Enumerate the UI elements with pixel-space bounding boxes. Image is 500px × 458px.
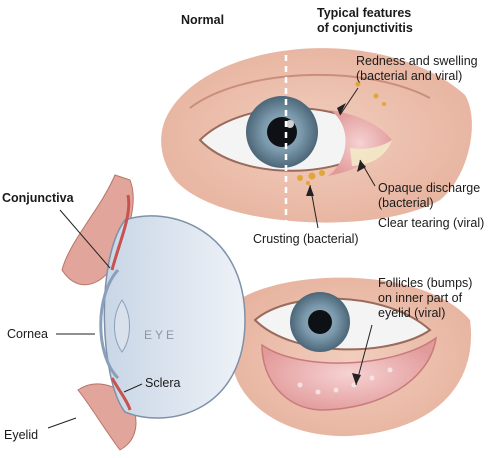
callout-discharge-line1: Opaque discharge: [378, 181, 481, 195]
callout-tearing: Clear tearing (viral): [378, 216, 485, 230]
callout-discharge-line2: (bacterial): [378, 196, 434, 210]
heading-typical-line2: of conjunctivitis: [317, 21, 413, 35]
everted-lower-lid: [261, 336, 437, 411]
label-eyelid: Eyelid: [4, 428, 39, 442]
heading-normal: Normal: [181, 13, 225, 27]
label-eye-word: EYE: [144, 328, 178, 342]
conjunctiva-layer: [110, 194, 131, 271]
label-sclera: Sclera: [145, 376, 181, 390]
label-conjunctiva: Conjunctiva: [2, 191, 74, 205]
callout-follicles-line1: Follicles (bumps): [378, 276, 473, 290]
lens-section: [114, 299, 130, 353]
callout-redness-line1: Redness and swelling: [356, 54, 478, 68]
crust-marks: [297, 81, 386, 185]
callout-redness-line2: (bacterial and viral): [356, 69, 463, 83]
label-cornea: Cornea: [7, 327, 48, 341]
callout-follicles-line3: eyelid (viral): [378, 306, 446, 320]
heading-typical-line1: Typical features: [317, 6, 412, 20]
top-eye-discharge: [350, 140, 392, 166]
top-eye-lid-crease: [189, 73, 431, 109]
top-eye-inflamed-corner: [328, 110, 392, 176]
top-eye: [161, 48, 472, 223]
cornea-bulge: [99, 268, 120, 380]
conjunctiva-layer-lower: [110, 377, 132, 411]
follicle-dots: [297, 367, 393, 395]
bottom-eye: [232, 277, 472, 437]
top-eye-highlight: [286, 120, 294, 128]
bottom-eye-pupil: [308, 310, 332, 334]
globe-section: [103, 215, 246, 419]
callout-crusting: Crusting (bacterial): [253, 232, 359, 246]
cross-section: [61, 174, 246, 451]
arrowheads: [306, 103, 366, 385]
callout-follicles-line2: on inner part of: [378, 291, 463, 305]
